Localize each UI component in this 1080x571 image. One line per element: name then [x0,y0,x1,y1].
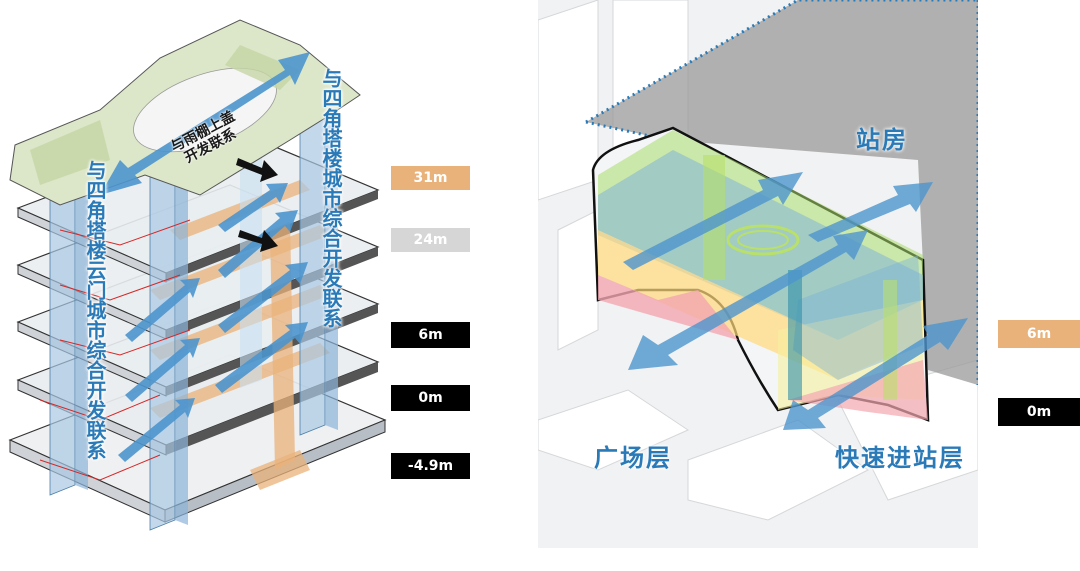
station-house-label: 站房 [856,126,908,154]
left-diagram-drawing [8,19,387,531]
left-vertical-label: 与四角塔楼云门城市综合开发联系 [83,160,107,460]
plaza-level-label: 广场层 [594,444,672,472]
elevation-tag-6m: 6m [391,322,470,348]
fast-entry-level-label: 快速进站层 [835,444,965,472]
right-vertical-label: 与四角塔楼城市综合开发联系 [319,68,343,328]
elevation-tag-minus-4-9m: -4.9m [391,453,470,479]
elevation-tag-31m: 31m [391,166,470,190]
left-axonometric-diagram: 与雨棚上盖 开发联系 与四角塔楼云门城市综合开发联系 与四角塔楼城市综合开发联系 [0,0,390,566]
right-axonometric-diagram: 站房 广场层 快速进站层 [537,0,980,548]
elevation-tag-right-0m: 0m [998,398,1080,426]
red-circulation-lines [39,219,191,481]
elevation-tag-0m: 0m [391,385,470,411]
elevation-tag-right-6m: 6m [998,320,1080,348]
right-diagram-drawing [537,0,980,548]
station-volume [591,126,930,422]
station-flow-arrows [623,172,968,430]
blue-connection-arrows [100,52,310,462]
elevation-tag-24m: 24m [391,228,470,252]
black-arrows [236,158,278,252]
